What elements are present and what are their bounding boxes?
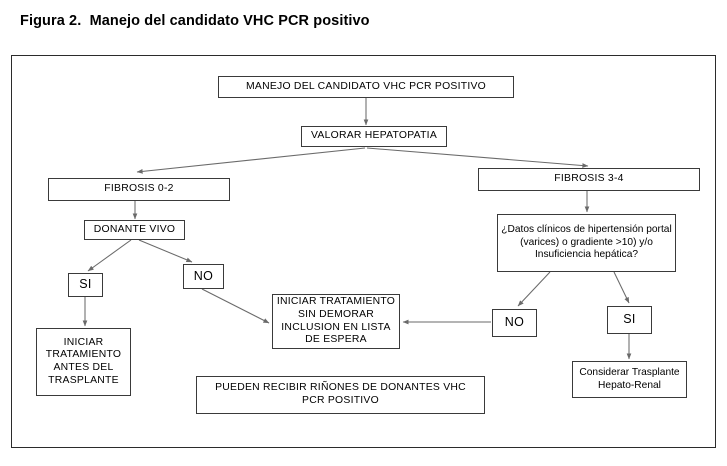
node-question-hipertension-portal: ¿Datos clínicos de hipertensión portal (… bbox=[497, 214, 676, 272]
node-fibrosis-3-4: FIBROSIS 3-4 bbox=[478, 168, 700, 191]
node-decision-no-hipertension: NO bbox=[492, 309, 537, 337]
node-manejo-candidato: MANEJO DEL CANDIDATO VHC PCR POSITIVO bbox=[218, 76, 514, 98]
node-considerar-trasplante-hepato-renal: Considerar Trasplante Hepato-Renal bbox=[572, 361, 687, 398]
node-valorar-hepatopatia: VALORAR HEPATOPATIA bbox=[301, 126, 447, 147]
page-title: Figura 2. Manejo del candidato VHC PCR p… bbox=[20, 13, 370, 29]
node-decision-si-hipertension: SI bbox=[607, 306, 652, 334]
node-fibrosis-0-2: FIBROSIS 0-2 bbox=[48, 178, 230, 201]
node-iniciar-tratamiento-antes-trasplante: INICIAR TRATAMIENTO ANTES DEL TRASPLANTE bbox=[36, 328, 131, 396]
node-decision-no-donante: NO bbox=[183, 264, 224, 289]
node-iniciar-tratamiento-sin-demorar: INICIAR TRATAMIENTO SIN DEMORAR INCLUSIO… bbox=[272, 294, 400, 349]
node-decision-si-donante: SI bbox=[68, 273, 103, 297]
node-donante-vivo: DONANTE VIVO bbox=[84, 220, 185, 240]
node-pueden-recibir-rinones: PUEDEN RECIBIR RIÑONES DE DONANTES VHC P… bbox=[196, 376, 485, 414]
